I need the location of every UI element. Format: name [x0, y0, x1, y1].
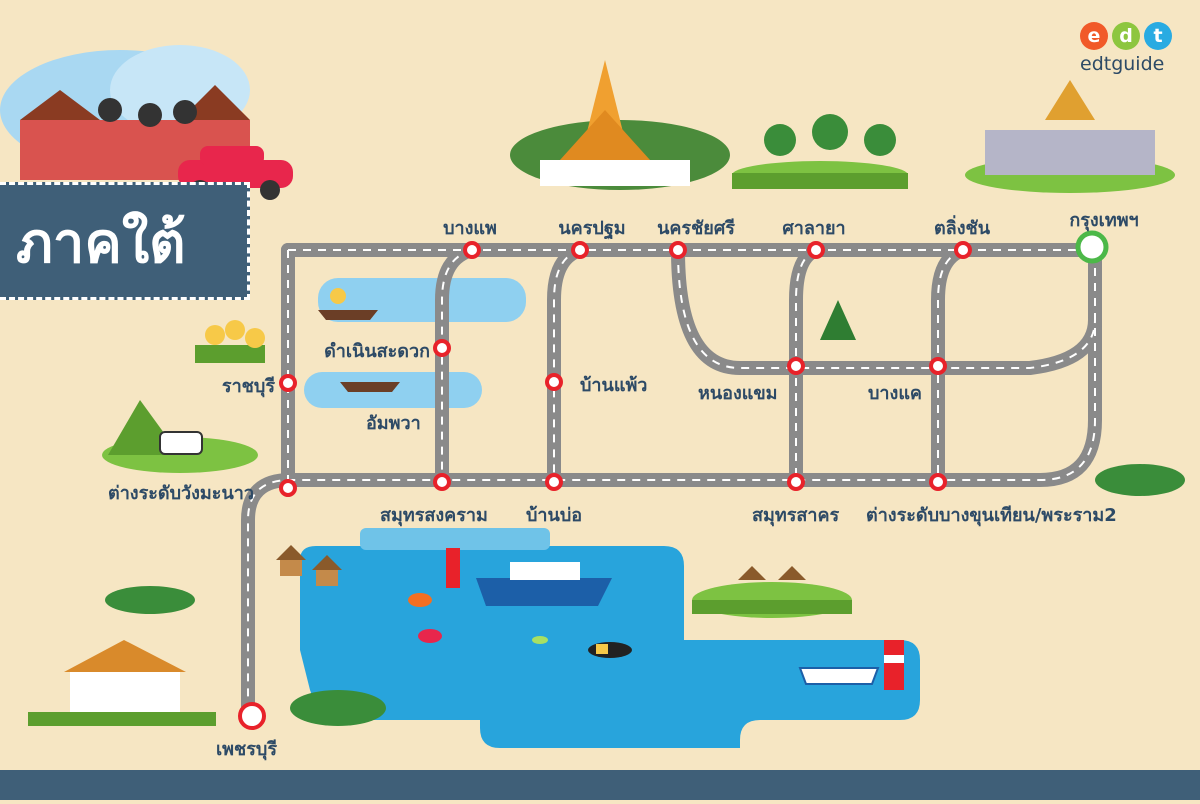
- brand-name: edtguide: [1080, 53, 1165, 75]
- title-panel: [0, 182, 250, 300]
- marker-banbo[interactable]: [545, 473, 563, 491]
- label-ratchaburi: ราชบุรี: [221, 376, 275, 397]
- marker-ratchaburi[interactable]: [279, 374, 297, 392]
- marker-salaya[interactable]: [807, 241, 825, 259]
- label-phetchaburi: เพชรบุรี: [216, 739, 277, 760]
- marker-nongkhaem[interactable]: [787, 357, 805, 375]
- label-samutsongkhram: สมุทรสงคราม: [380, 505, 488, 526]
- boat-icon: [476, 562, 612, 606]
- car-icon: [178, 146, 293, 200]
- floating-market-icon: [318, 288, 400, 392]
- label-bangkhunthian: ต่างระดับบางขุนเทียน/พระราม2: [866, 505, 1117, 526]
- sunflower-icon: [195, 320, 265, 363]
- station-markers: [238, 241, 972, 730]
- lighthouse-icon: [446, 548, 904, 690]
- speedboat-icon: [798, 667, 880, 685]
- marker-samutsongkhram[interactable]: [433, 473, 451, 491]
- label-samutsakhon: สมุทรสาคร: [752, 505, 840, 526]
- island-resort-icon: [692, 566, 852, 618]
- marker-damnoen[interactable]: [433, 339, 451, 357]
- label-bangkok: กรุงเทพฯ: [1069, 210, 1139, 231]
- shadow-puppet-icon: [0, 45, 250, 180]
- brand-letter-t: t: [1144, 22, 1172, 50]
- temple-icon: [28, 640, 216, 726]
- grand-palace-icon: [965, 80, 1175, 193]
- label-banphaeo: บ้านแพ้ว: [580, 375, 648, 396]
- footer-bar: [0, 770, 1200, 800]
- label-banbo: บ้านบ่อ: [526, 505, 583, 526]
- cow-icon: [102, 400, 258, 473]
- map-title: ภาคใต้: [16, 211, 186, 276]
- forest-icon: [105, 300, 1185, 726]
- label-bangphae: บางแพ: [443, 218, 497, 239]
- label-amphawa: อัมพวา: [366, 413, 421, 434]
- diver-icon: [588, 642, 632, 658]
- label-talingchan: ตลิ่งชัน: [933, 218, 991, 239]
- marker-bangkhunthian[interactable]: [929, 473, 947, 491]
- marker-talingchan[interactable]: [954, 241, 972, 259]
- marker-wangmanao[interactable]: [279, 479, 297, 497]
- brand-logo: e d t edtguide: [1080, 22, 1190, 75]
- marker-bangphae[interactable]: [463, 241, 481, 259]
- marker-bangkhae[interactable]: [929, 357, 947, 375]
- label-nakhonchaisi: นครชัยศรี: [657, 218, 735, 239]
- marker-samutsakhon[interactable]: [787, 473, 805, 491]
- marker-nakhonpathom[interactable]: [571, 241, 589, 259]
- pagoda-icon: [510, 60, 730, 190]
- marker-nakhonchaisi[interactable]: [669, 241, 687, 259]
- label-nakhonpathom: นครปฐม: [558, 218, 626, 239]
- fish-icon: [408, 593, 548, 644]
- palm-grove-icon: [732, 114, 908, 189]
- label-nongkhaem: หนองแขม: [698, 383, 778, 404]
- brand-letter-d: d: [1112, 22, 1140, 50]
- stilt-house-icon: [276, 545, 342, 586]
- label-damnoen: ดำเนินสะดวก: [324, 341, 430, 362]
- label-wangmanao: ต่างระดับวังมะนาว: [108, 483, 254, 504]
- label-bangkhae: บางแค: [868, 383, 922, 404]
- label-salaya: ศาลายา: [782, 218, 846, 239]
- sea-area: [300, 528, 920, 748]
- marker-bangkok[interactable]: [1075, 230, 1109, 264]
- marker-banphaeo[interactable]: [545, 373, 563, 391]
- marker-phetchaburi[interactable]: [238, 702, 266, 730]
- brand-letter-e: e: [1080, 22, 1108, 50]
